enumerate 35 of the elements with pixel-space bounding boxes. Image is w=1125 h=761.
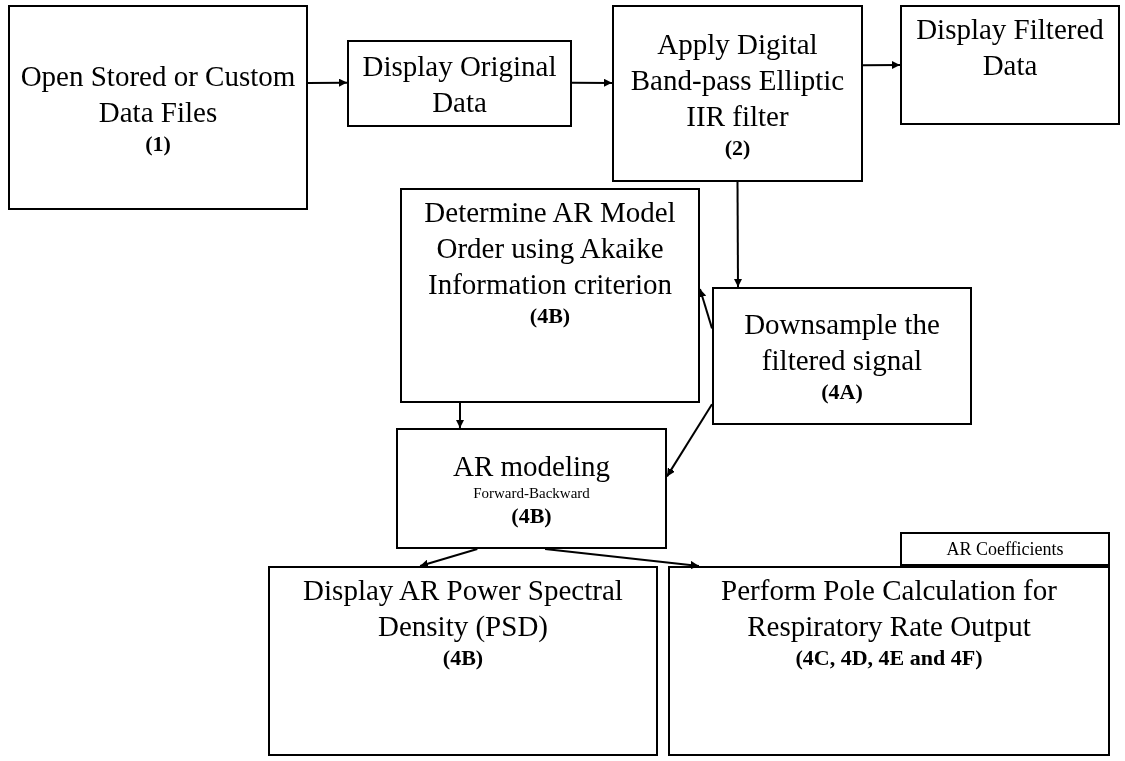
process-box [268, 566, 658, 756]
step-reference: (2) [724, 133, 751, 162]
box-text: Perform Pole Calculation for Respiratory Rate Output [720, 573, 1058, 644]
box-text: Display AR Power Spectral Density (PSD) [302, 573, 624, 644]
process-box [347, 40, 572, 127]
box-text: Forward-Backward [473, 483, 590, 502]
arrow [697, 288, 713, 330]
box-text: Determine AR Model Order using Akaike Information criterion [423, 195, 677, 302]
process-box [400, 188, 700, 403]
process-box [712, 287, 972, 425]
box-text: Display Filtered Data [915, 12, 1105, 83]
process-box [8, 5, 308, 210]
box-text: Downsample the filtered signal [743, 307, 941, 378]
arrow [571, 76, 613, 90]
label-box [900, 532, 1110, 566]
box-text: AR modeling [452, 448, 611, 484]
box-text: Display Original Data [361, 48, 558, 120]
box-text: Apply Digital Band-pass Elliptic IIR filter [629, 26, 846, 134]
process-box [396, 428, 667, 549]
step-reference: (1) [145, 129, 171, 158]
step-reference: (4B) [529, 302, 571, 330]
step-reference: (4B) [442, 644, 484, 672]
arrow [731, 181, 745, 288]
arrow [544, 548, 700, 571]
step-reference: (4A) [821, 378, 863, 406]
arrow [862, 58, 901, 72]
box-text: Open Stored or Custom Data Files [19, 58, 297, 130]
arrow [419, 548, 479, 569]
step-reference: (4C, 4D, 4E and 4F) [795, 644, 983, 672]
box-text: AR Coefficients [946, 538, 1064, 560]
process-box [900, 5, 1120, 125]
step-reference: (4B) [511, 501, 552, 530]
arrow [453, 402, 467, 429]
process-box [668, 566, 1110, 756]
process-box [612, 5, 863, 182]
